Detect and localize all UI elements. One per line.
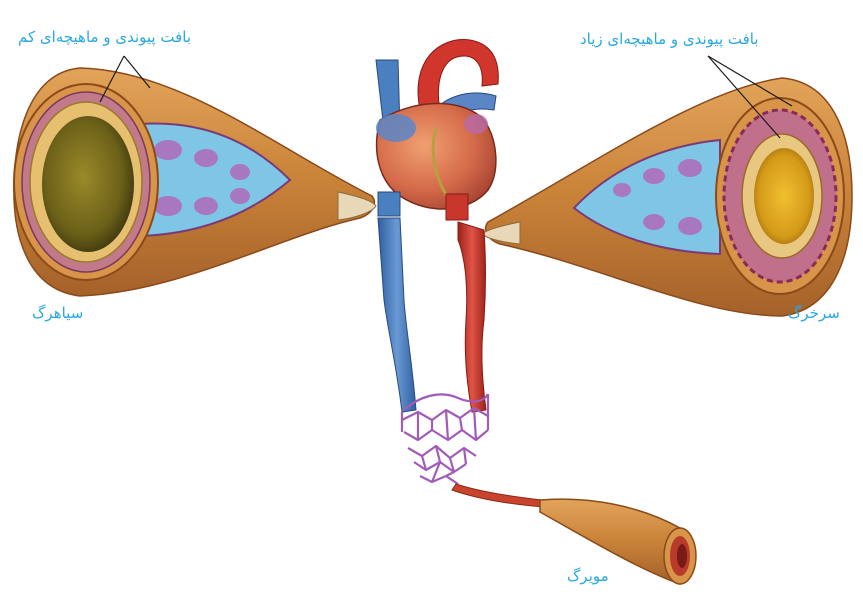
vein-pathway <box>378 218 416 412</box>
artery-lumen <box>754 148 814 244</box>
artery-illustration <box>482 56 852 316</box>
capillary-lumen-core <box>677 544 687 568</box>
capillary-label: مویرگ <box>567 569 609 584</box>
vein-illustration <box>14 56 376 296</box>
vein-stub <box>378 192 400 216</box>
vein-label: سیاهرگ <box>32 306 83 321</box>
right-atrium <box>376 114 416 142</box>
vein-lumen <box>42 116 134 252</box>
vein-wall-label: بافت پیوندی و ماهیچه‌ای کم <box>18 30 191 45</box>
heart-illustration <box>376 40 498 220</box>
artery-label: سرخرگ <box>788 306 840 321</box>
artery-wall-label: بافت پیوندی و ماهیچه‌ای زیاد <box>580 32 759 47</box>
capillary-illustration <box>540 499 696 584</box>
artery-stub <box>446 194 468 220</box>
artery-pathway <box>458 222 486 412</box>
left-atrium <box>464 114 488 134</box>
